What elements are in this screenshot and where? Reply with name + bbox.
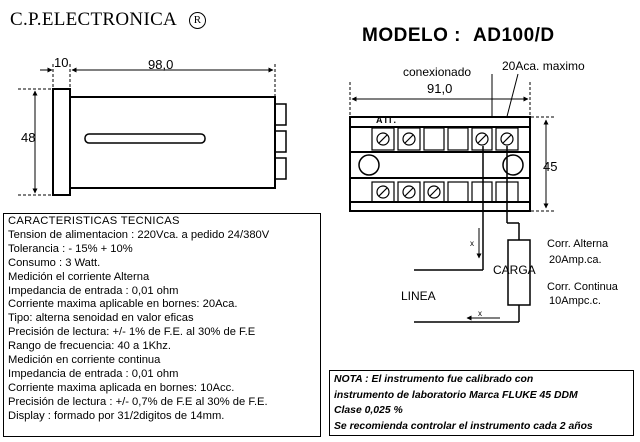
dim-front-depth: 10 <box>54 55 68 70</box>
spec-line: Medición en corriente continua <box>8 354 161 367</box>
display-slot <box>84 133 206 144</box>
mounting-screw-left-icon <box>358 154 380 176</box>
ac-current-title: Corr. Alterna <box>547 238 609 250</box>
supply-terminal-label: Ali. <box>376 115 398 125</box>
spec-line: Consumo : 3 Watt. <box>8 256 101 269</box>
spec-line: Medición el corriente Alterna <box>8 270 150 283</box>
mounting-screw-right-icon <box>502 154 524 176</box>
rear-terminal-panel <box>349 116 531 212</box>
dim-rear-width: 91,0 <box>427 81 452 96</box>
note-line: instrumento de laboratorio Marca FLUKE 4… <box>334 389 578 401</box>
note-line: Clase 0,025 % <box>334 405 403 416</box>
spec-line: Precisión de lectura : +/- 0,7% de F.E a… <box>8 395 268 408</box>
spec-line: Precisión de lectura: +/- 1% de F.E. al … <box>8 326 256 339</box>
side-view-drawing <box>18 64 287 196</box>
technical-specs-panel: CARACTERISTICAS TECNICAS Tension de alim… <box>3 213 321 437</box>
ac-current-value: 20Amp.ca. <box>549 254 602 266</box>
dc-current-title: Corr. Continua <box>547 281 619 293</box>
spec-line: Tipo: alterna senoidad en valor eficas <box>8 312 194 325</box>
rear-terminal-middle <box>274 130 287 153</box>
calibration-note-panel: NOTA : El instrumento fue calibrado con … <box>329 370 634 436</box>
company-name: C.P.ELECTRONICA R <box>10 9 207 31</box>
spec-line: Impedancia de entrada : 0,01 ohm <box>8 284 179 297</box>
spec-line: Tension de alimentacion : 220Vca. a pedi… <box>8 228 270 241</box>
dc-current-value: 10Ampc.c. <box>549 295 601 307</box>
spec-line: Display : formado por 31/2digitos de 14m… <box>8 409 225 422</box>
rear-terminal-bottom <box>274 157 287 180</box>
label-line: LINEA <box>401 289 436 303</box>
spec-line: Rango de frecuencia: 40 a 1Khz. <box>8 340 171 353</box>
registered-mark-icon: R <box>189 12 207 29</box>
wiring <box>414 146 531 323</box>
dim-height: 48 <box>21 130 35 145</box>
specs-title: CARACTERISTICAS TECNICAS <box>8 215 180 227</box>
company-name-text: C.P.ELECTRONICA <box>10 9 178 30</box>
dim-rear-height: 45 <box>543 159 557 174</box>
note-line: NOTA : El instrumento fue calibrado con <box>334 374 534 385</box>
model-title: MODELO : AD100/D <box>362 25 555 47</box>
front-bezel <box>52 88 71 196</box>
current-marker-lower: x <box>478 309 482 318</box>
spec-line: Impedancia de entrada : 0,01 ohm <box>8 367 179 380</box>
rear-terminal-top <box>274 103 287 126</box>
dim-body-depth: 98,0 <box>148 57 173 72</box>
spec-line: Corriente maxima aplicada en bornes: 10A… <box>8 381 235 394</box>
label-connection: conexionado <box>403 65 471 79</box>
note-line: Se recomienda controlar el instrumento c… <box>334 420 593 432</box>
model-label: MODELO : <box>362 25 461 46</box>
label-max-current: 20Aca. maximo <box>502 59 585 73</box>
current-marker-upper: x <box>470 239 474 248</box>
top-terminal-block <box>371 127 519 151</box>
spec-line: Corriente maxima aplicable en bornes: 20… <box>8 298 238 311</box>
label-load: CARGA <box>493 263 536 277</box>
model-value: AD100/D <box>473 25 555 46</box>
spec-line: Tolerancia : - 15% + 10% <box>8 242 133 255</box>
